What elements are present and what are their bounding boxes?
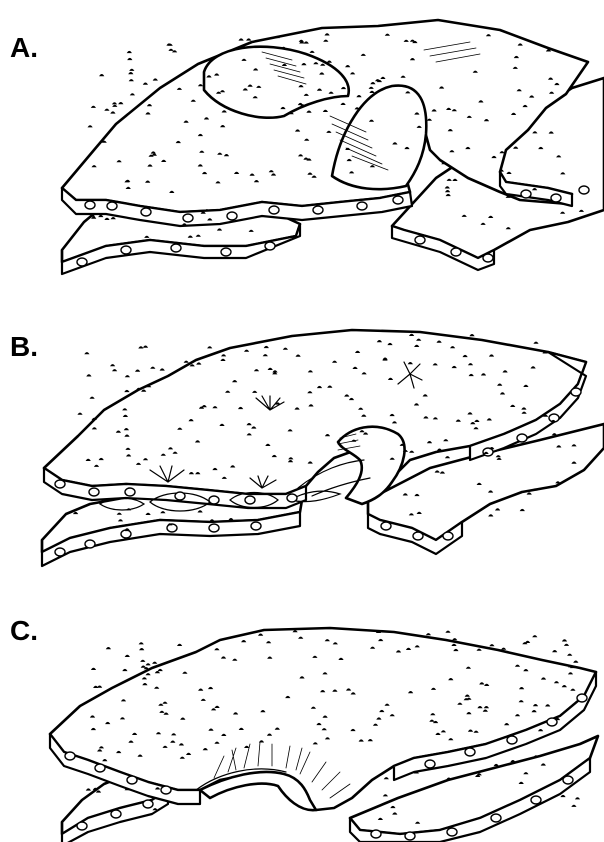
surface-stipple-mark xyxy=(139,648,144,650)
surface-stipple-mark xyxy=(573,661,578,663)
surface-stipple-mark xyxy=(552,650,557,652)
surface-stipple-mark xyxy=(571,805,576,807)
surface-stipple-mark xyxy=(138,346,143,348)
surface-stipple-mark xyxy=(127,51,132,53)
panel-c: C. xyxy=(10,615,598,842)
surface-stipple-mark xyxy=(129,79,134,81)
panel-a: A. xyxy=(10,20,604,274)
surface-stipple-mark xyxy=(560,795,565,797)
surface-stipple-mark xyxy=(91,106,96,108)
surface-stipple-mark xyxy=(532,635,537,637)
surface-stipple-mark xyxy=(488,514,493,516)
surface-stipple-mark xyxy=(527,492,532,494)
surface-stipple-mark xyxy=(567,654,572,656)
surface-stipple-mark xyxy=(146,663,151,665)
surface-stipple-mark xyxy=(184,361,189,363)
surface-stipple-mark xyxy=(207,346,212,348)
panel-b: B. xyxy=(10,330,604,566)
surface-stipple-mark xyxy=(86,374,91,376)
surface-stipple-mark xyxy=(112,102,117,104)
surface-stipple-mark xyxy=(168,49,173,51)
surface-stipple-mark xyxy=(150,367,155,369)
surface-stipple-mark xyxy=(495,508,500,510)
surface-stipple-mark xyxy=(118,102,123,104)
surface-stipple-mark xyxy=(445,631,450,633)
surface-stipple-mark xyxy=(104,109,109,111)
surface-stipple-mark xyxy=(141,666,146,668)
surface-stipple-mark xyxy=(110,364,115,366)
surface-stipple-mark xyxy=(552,433,557,435)
surface-stipple-mark xyxy=(110,111,115,113)
surface-stipple-mark xyxy=(127,58,132,60)
surface-stipple-mark xyxy=(153,78,158,80)
surface-stipple-mark xyxy=(91,668,96,670)
surface-stipple-mark xyxy=(143,346,148,348)
surface-stipple-mark xyxy=(122,669,127,671)
surface-stipple-mark xyxy=(575,797,580,799)
surface-stipple-mark xyxy=(140,660,145,662)
surface-stipple-mark xyxy=(139,642,144,644)
surface-stipple-mark xyxy=(445,456,450,458)
surface-stipple-mark xyxy=(160,368,165,370)
surface-stipple-mark xyxy=(494,764,499,766)
surface-stipple-mark xyxy=(125,375,130,377)
surface-stipple-mark xyxy=(383,794,388,796)
surface-stipple-mark xyxy=(152,662,157,664)
surface-stipple-mark xyxy=(564,644,569,646)
surface-stipple-mark xyxy=(469,334,474,336)
surface-stipple-mark xyxy=(489,644,494,646)
panel-a-label: A. xyxy=(10,32,38,63)
surface-stipple-mark xyxy=(446,778,451,780)
surface-stipple-mark xyxy=(90,397,95,399)
surface-stipple-mark xyxy=(426,633,431,635)
surface-stipple-mark xyxy=(452,638,457,640)
surface-stipple-mark xyxy=(177,644,182,646)
surface-stipple-mark xyxy=(84,352,89,354)
panel-a-upper-sheet xyxy=(62,20,588,226)
panel-c-label: C. xyxy=(10,615,38,646)
surface-stipple-mark xyxy=(510,760,515,762)
surface-stipple-mark xyxy=(501,648,506,650)
surface-stipple-mark xyxy=(112,105,117,107)
surface-stipple-mark xyxy=(533,342,538,344)
surface-stipple-mark xyxy=(112,369,117,371)
surface-stipple-mark xyxy=(125,655,130,657)
surface-stipple-mark xyxy=(143,83,148,85)
surface-stipple-mark xyxy=(562,639,567,641)
surface-stipple-mark xyxy=(88,125,93,127)
surface-stipple-mark xyxy=(106,647,111,649)
surface-stipple-mark xyxy=(520,509,525,511)
surface-stipple-mark xyxy=(77,413,82,415)
surface-stipple-mark xyxy=(124,390,129,392)
surface-stipple-mark xyxy=(97,686,102,688)
surface-stipple-mark xyxy=(135,370,140,372)
surface-stipple-mark xyxy=(246,38,251,40)
surface-stipple-mark xyxy=(86,788,91,790)
surface-stipple-mark xyxy=(128,72,133,74)
surface-stipple-mark xyxy=(129,69,134,71)
panel-b-label: B. xyxy=(10,331,38,362)
surface-stipple-mark xyxy=(130,93,135,95)
surface-stipple-mark xyxy=(384,777,389,779)
surface-stipple-mark xyxy=(99,74,104,76)
surface-stipple-mark xyxy=(239,38,244,40)
